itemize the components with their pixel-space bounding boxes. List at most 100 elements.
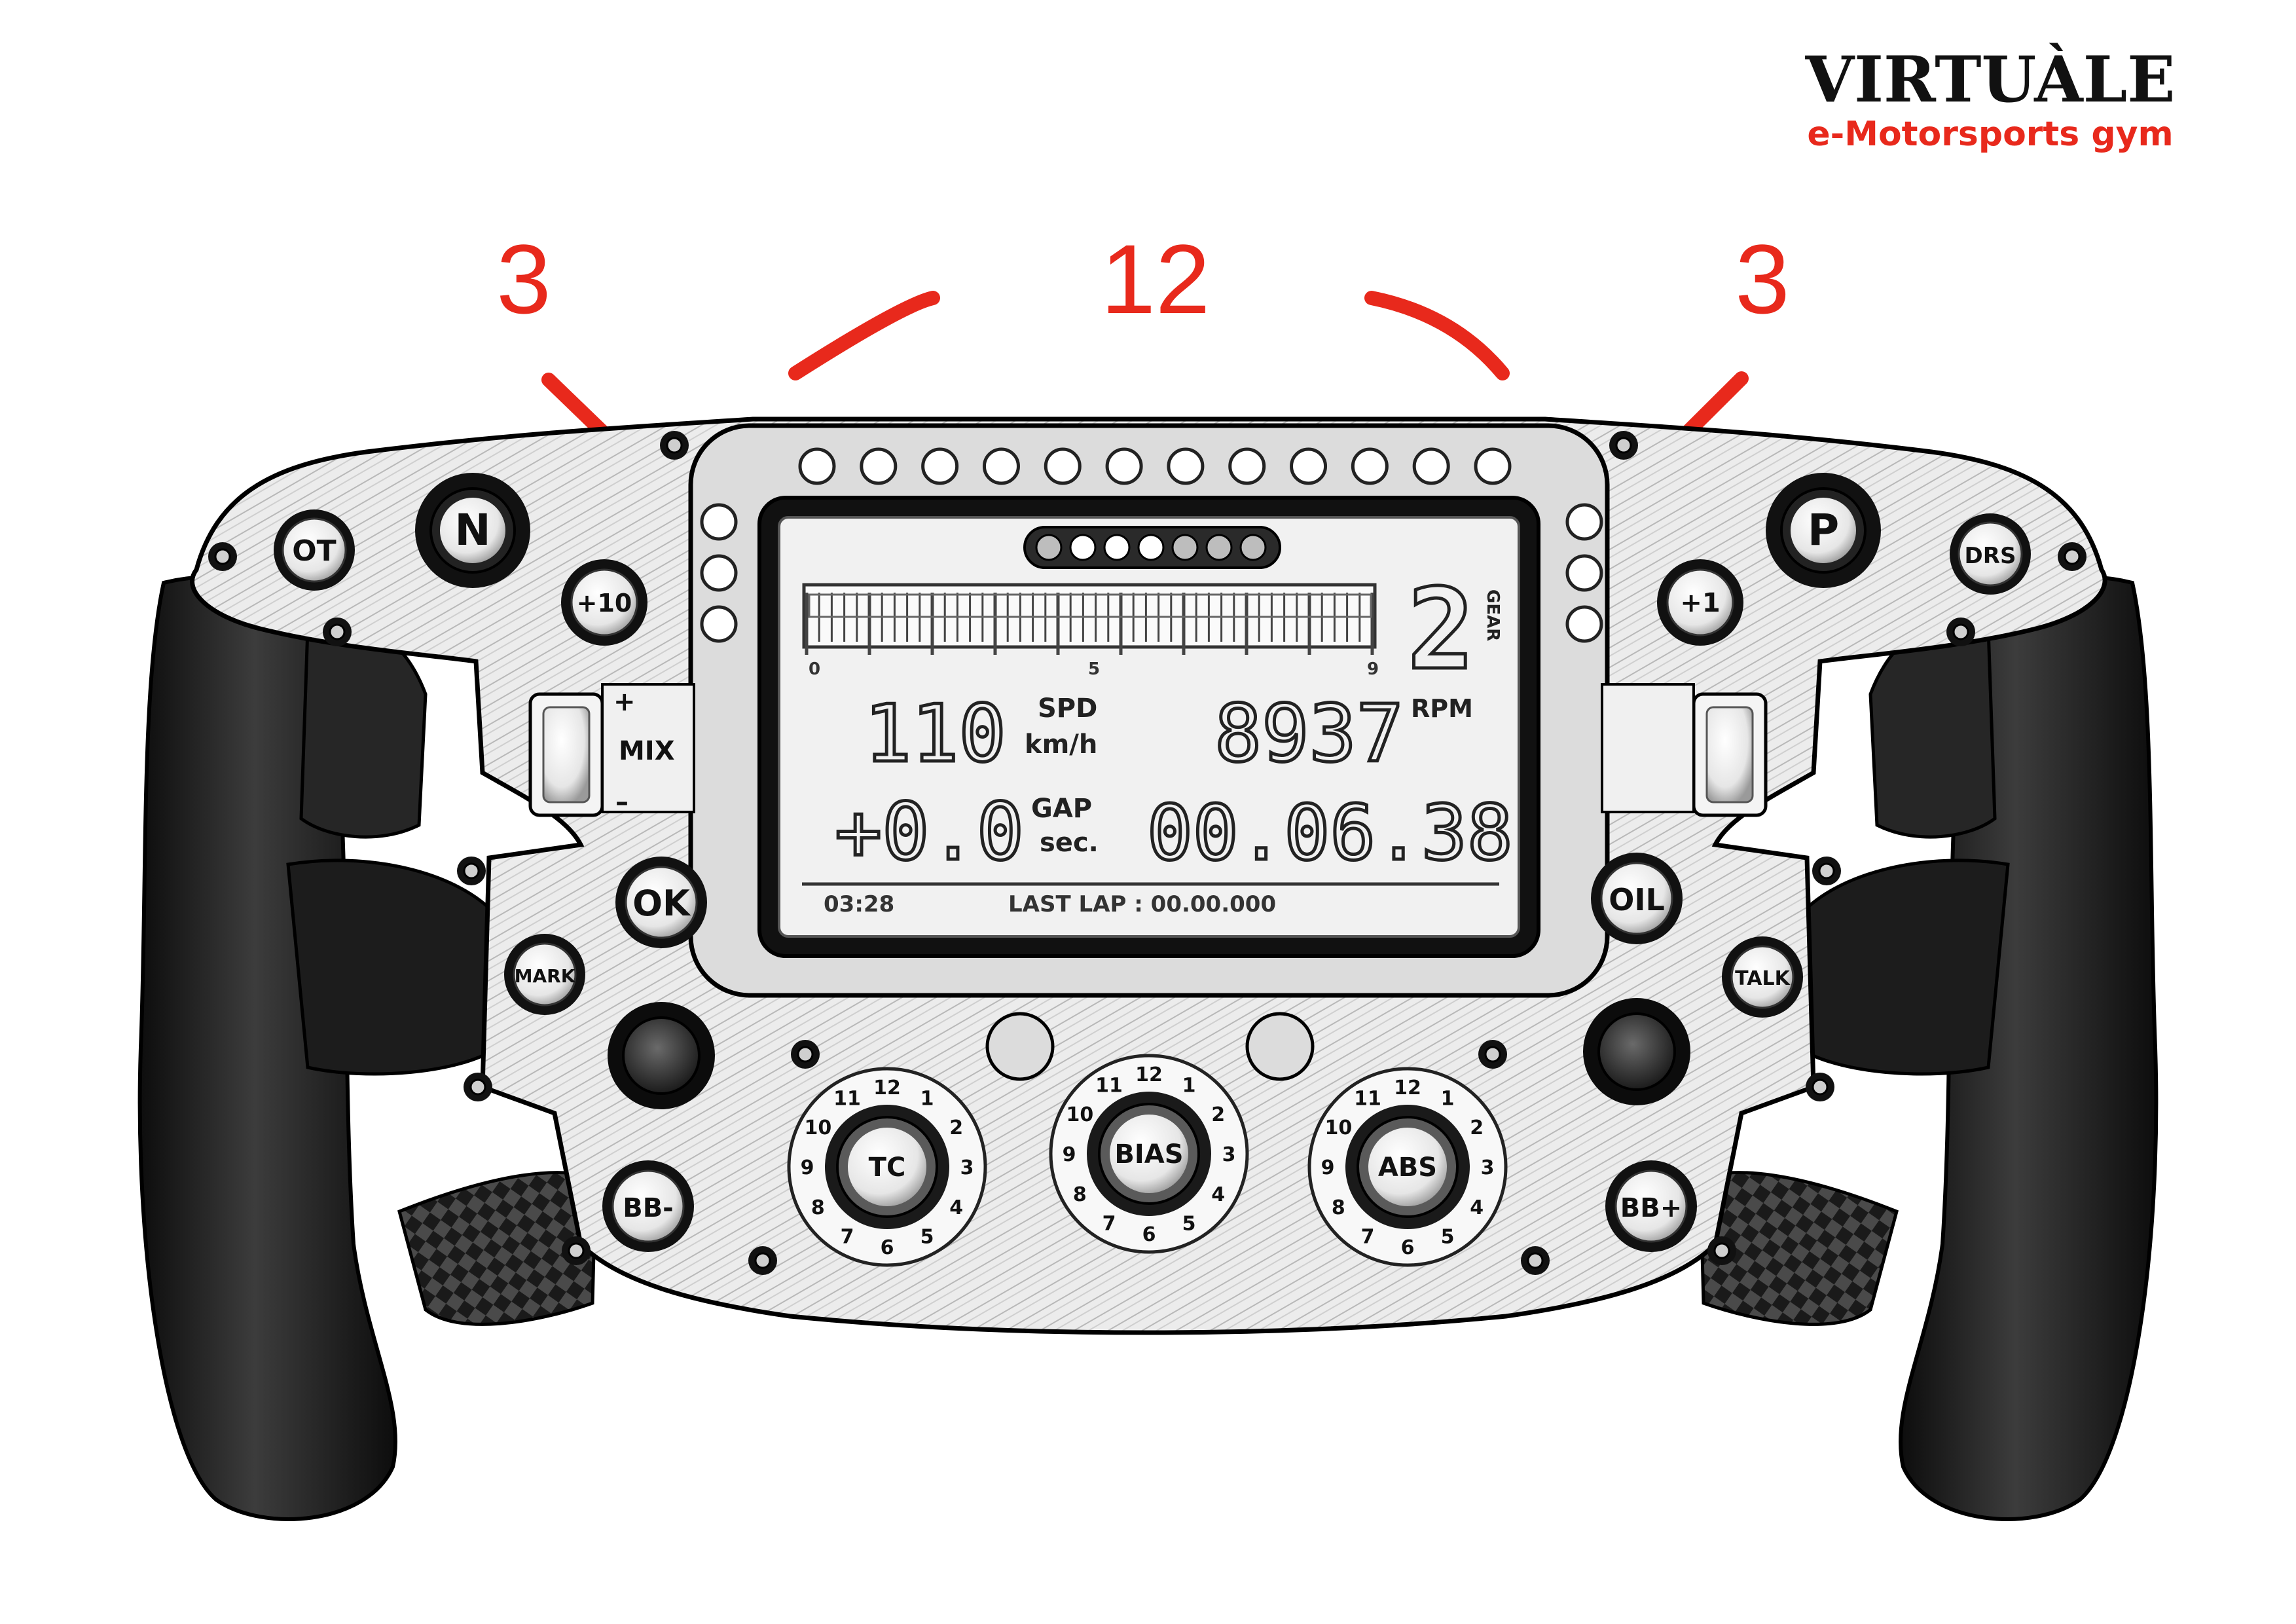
ok-button[interactable]: OK — [615, 857, 707, 948]
mix-plus-label: + — [613, 687, 636, 717]
center-led-3 — [1103, 534, 1131, 561]
rev-led-2 — [860, 447, 898, 485]
screw — [464, 1073, 492, 1101]
bb-minus-button[interactable]: BB- — [602, 1160, 694, 1252]
rev-led-4 — [982, 447, 1020, 485]
bias-dial-label: BIAS — [1114, 1139, 1183, 1170]
rev-led-9 — [1290, 447, 1328, 485]
right-led-1 — [1565, 503, 1603, 541]
gear-value: 2 — [1408, 565, 1474, 695]
bb-plus-label: BB+ — [1620, 1193, 1683, 1223]
left-plain-button[interactable] — [985, 1012, 1055, 1081]
tc-dial-position: 2 — [949, 1116, 963, 1139]
abs-dial-position: 8 — [1332, 1196, 1345, 1219]
speed-label: SPD — [1038, 693, 1097, 724]
screw — [791, 1040, 820, 1069]
abs-dial-position: 11 — [1354, 1087, 1381, 1110]
bias-dial-position: 5 — [1182, 1213, 1196, 1236]
right-dark-button[interactable] — [1583, 998, 1690, 1105]
abs-dial-position: 10 — [1324, 1116, 1352, 1139]
tc-dial-position: 12 — [873, 1077, 901, 1099]
screw — [1946, 618, 1975, 646]
tc-dial-position: 6 — [881, 1236, 894, 1259]
callout-top-count: 12 — [1101, 224, 1211, 334]
screw — [1521, 1246, 1550, 1275]
screw — [2058, 542, 2086, 571]
screw — [1478, 1040, 1507, 1069]
mark-button[interactable]: MARK — [504, 934, 585, 1015]
drs-button[interactable]: DRS — [1950, 513, 2031, 595]
speed-unit: km/h — [1025, 729, 1097, 760]
callout-left-count: 3 — [496, 224, 551, 334]
bias-dial-position: 8 — [1073, 1183, 1087, 1206]
lcd-content: 0 5 9 2 GEAR 110 SPD km/h 8937 RPM +0.0 … — [802, 564, 1514, 917]
tc-dial-position: 11 — [833, 1087, 861, 1110]
plus1-label: +1 — [1680, 588, 1720, 618]
n-label: N — [454, 505, 490, 555]
tc-dial-position: 3 — [960, 1156, 974, 1179]
right-led-2 — [1565, 554, 1603, 592]
mix-minus-label: – — [615, 787, 629, 817]
bias-dial-position: 11 — [1095, 1074, 1123, 1097]
callout-right-count: 3 — [1735, 224, 1789, 334]
rev-led-12 — [1474, 447, 1512, 485]
mix-rotary-left[interactable]: + MIX – — [528, 683, 695, 817]
ot-button[interactable]: OT — [274, 509, 355, 591]
speed-value: 110 — [864, 689, 1006, 780]
plus1-button[interactable]: +1 — [1657, 559, 1743, 646]
rpm-tick-label-0: 0 — [809, 659, 820, 679]
screw — [208, 542, 237, 571]
bias-dial-position: 3 — [1222, 1143, 1236, 1166]
left-led-column — [700, 503, 738, 643]
screw — [1707, 1236, 1736, 1265]
screw — [562, 1236, 591, 1265]
plus10-label: +10 — [577, 589, 632, 618]
abs-dial-position: 5 — [1441, 1226, 1455, 1249]
gap-unit: sec. — [1040, 828, 1099, 858]
bb-minus-label: BB- — [623, 1193, 674, 1223]
abs-dial-position: 6 — [1401, 1236, 1415, 1259]
ot-label: OT — [292, 534, 336, 568]
n-button[interactable]: N — [415, 473, 530, 588]
abs-dial-label: ABS — [1378, 1153, 1437, 1183]
left-dark-button[interactable] — [608, 1002, 715, 1109]
right-plain-button[interactable] — [1245, 1012, 1315, 1081]
abs-dial-position: 4 — [1470, 1196, 1484, 1219]
oil-button[interactable]: OIL — [1591, 853, 1683, 944]
abs-dial-position: 12 — [1394, 1077, 1421, 1099]
left-led-3 — [700, 605, 738, 643]
rpm-value: 8937 — [1214, 689, 1404, 780]
tc-dial-position: 4 — [949, 1196, 963, 1219]
center-led-6 — [1205, 534, 1233, 561]
bb-plus-button[interactable]: BB+ — [1605, 1160, 1697, 1252]
tc-dial-position: 10 — [804, 1116, 831, 1139]
laptime-value: 00.06.38 — [1147, 789, 1513, 877]
tc-dial-position: 1 — [920, 1087, 934, 1110]
center-led-7 — [1239, 534, 1267, 561]
callout-top-arc-right — [1364, 291, 1510, 380]
center-led-strip — [1023, 526, 1281, 569]
mix-rotary-right[interactable] — [1601, 683, 1768, 817]
left-led-1 — [700, 503, 738, 541]
plus10-button[interactable]: +10 — [561, 559, 647, 646]
rev-led-3 — [921, 447, 959, 485]
mark-label: MARK — [515, 965, 576, 987]
rpm-bar-segments — [805, 593, 1374, 655]
faceplate-screws — [208, 431, 2086, 1275]
screw — [660, 431, 689, 460]
rpm-tick-label-9: 9 — [1367, 659, 1379, 679]
rev-led-5 — [1044, 447, 1082, 485]
talk-label: TALK — [1735, 967, 1791, 990]
screw — [323, 618, 352, 646]
brand-subtitle: e-Motorsports gym — [1807, 115, 2173, 154]
gap-value: +0.0 — [835, 787, 1024, 878]
rev-led-7 — [1167, 447, 1205, 485]
p-button[interactable]: P — [1766, 473, 1881, 588]
talk-button[interactable]: TALK — [1722, 936, 1803, 1018]
right-led-3 — [1565, 605, 1603, 643]
tc-dial-position: 5 — [920, 1226, 934, 1249]
